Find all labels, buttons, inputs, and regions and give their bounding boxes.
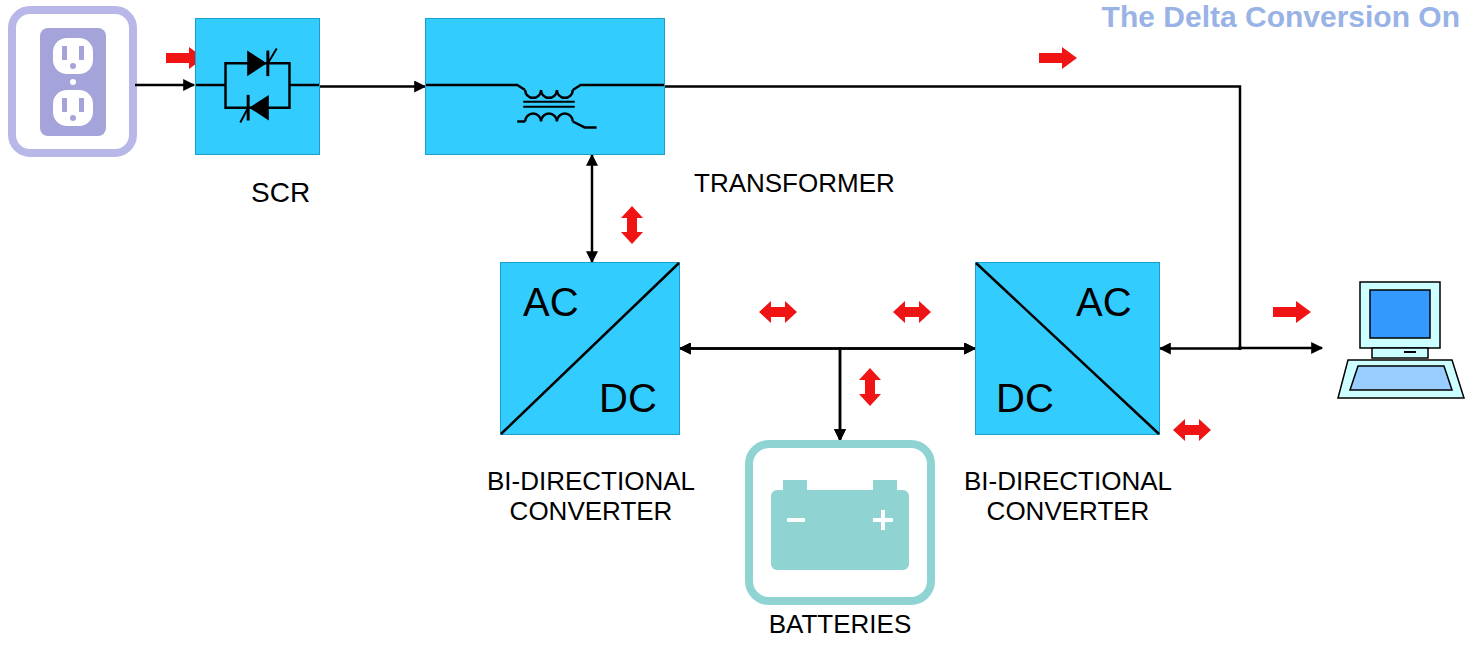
output-wire — [1240, 347, 1322, 350]
transformer-box-symbol — [426, 19, 664, 154]
battery-icon-symbol — [745, 440, 935, 605]
converter-side: DC — [599, 375, 657, 421]
diagram-title: The Delta Conversion On — [1102, 0, 1460, 34]
box-label: SCR — [251, 177, 310, 209]
converter-side: AC — [1076, 279, 1132, 325]
scr-box-symbol — [196, 19, 319, 154]
converter-box: ACDCBI-DIRECTIONAL CONVERTER — [500, 262, 680, 435]
battery-icon: BATTERIES — [745, 440, 935, 605]
converter-side: AC — [523, 279, 579, 325]
scr-box: SCR — [195, 18, 320, 155]
transformer-box: TRANSFORMER — [425, 18, 665, 155]
input-wire — [135, 84, 194, 87]
box-label: BATTERIES — [735, 610, 945, 640]
connector — [591, 155, 594, 262]
converter-box: DCACBI-DIRECTIONAL CONVERTER — [975, 262, 1160, 435]
connector — [680, 349, 840, 441]
box-label: BI-DIRECTIONAL CONVERTER — [441, 467, 741, 527]
connector — [320, 85, 425, 88]
box-label: BI-DIRECTIONAL CONVERTER — [918, 467, 1218, 527]
box-label: TRANSFORMER — [694, 169, 895, 199]
outlet-icon — [12, 10, 133, 153]
connector — [840, 349, 975, 441]
flow-arrows — [166, 47, 1311, 441]
computer-icon — [1338, 282, 1464, 398]
converter-side: DC — [996, 375, 1054, 421]
